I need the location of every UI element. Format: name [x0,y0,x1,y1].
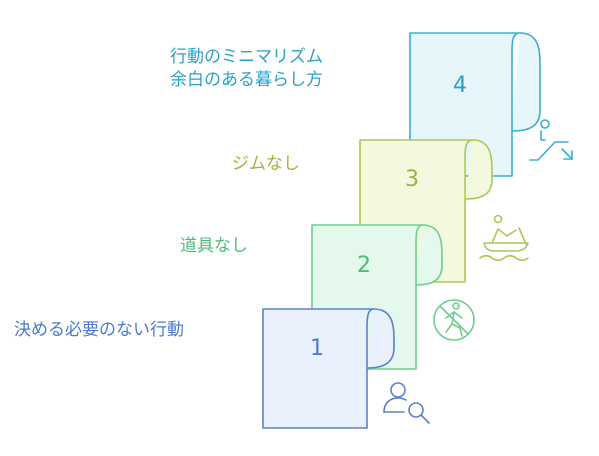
step-2-label: 道具なし [180,236,248,256]
step-2-number: 2 [357,253,371,278]
step-3-number: 3 [405,167,419,192]
boat-rowing-icon [479,214,529,262]
step-4-number: 4 [453,73,467,98]
no-tools-icon [433,299,475,341]
step-3-label: ジムなし [232,154,300,174]
person-search-icon [383,382,430,424]
step-4-label: 行動のミニマリズム 余白のある暮らし方 [170,47,323,90]
step-1-label: 決める必要のない行動 [14,320,184,340]
escalator-down-icon [529,119,573,161]
step-1: 1 [262,308,430,429]
step-1-scroll-shape [262,308,395,429]
step-1-number: 1 [310,336,324,361]
